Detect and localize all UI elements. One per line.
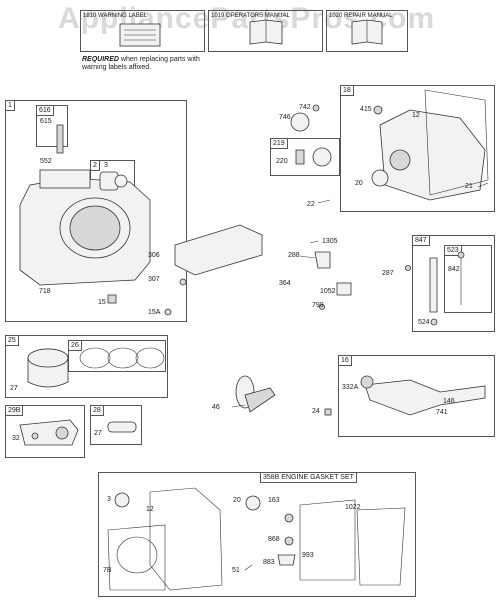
label-12b: 12 xyxy=(146,506,154,513)
label-742: 742 xyxy=(299,104,311,111)
label-287: 287 xyxy=(382,270,394,277)
label-615: 615 xyxy=(40,118,52,125)
group-29b-tag: 29B xyxy=(5,405,24,416)
governor-parts xyxy=(299,240,352,310)
label-718: 718 xyxy=(39,288,51,295)
crankshaft xyxy=(360,375,486,416)
label-27b: 27 xyxy=(94,430,102,437)
group-25-tag: 25 xyxy=(5,335,19,346)
label-24: 24 xyxy=(312,408,320,415)
camshaft xyxy=(231,375,332,416)
group-616-tag: 616 xyxy=(36,105,54,116)
group-219-tag: 219 xyxy=(270,138,288,149)
repair-manual-tile[interactable]: 1020 REPAIR MANUAL xyxy=(326,10,408,52)
label-22: 22 xyxy=(307,201,315,208)
label-842: 842 xyxy=(448,266,460,273)
label-51: 51 xyxy=(232,567,240,574)
group-26-tag: 26 xyxy=(68,340,82,351)
label-3b: 3 xyxy=(107,496,111,503)
operators-manual-icon xyxy=(249,19,283,45)
group-847-box[interactable] xyxy=(412,235,495,332)
group-2-tag: 2 xyxy=(90,160,100,171)
label-993: 993 xyxy=(302,552,314,559)
label-741: 741 xyxy=(436,409,448,416)
cylinder-block xyxy=(19,124,151,304)
label-21: 21 xyxy=(465,183,473,190)
label-1022: 1022 xyxy=(345,504,361,511)
required-bold: REQUIRED xyxy=(82,56,119,63)
gasket-set-tag: 358B ENGINE GASKET SET xyxy=(260,472,357,483)
label-799: 799 xyxy=(312,302,324,309)
label-746: 746 xyxy=(279,114,291,121)
piston xyxy=(27,348,69,388)
group-18-box[interactable] xyxy=(340,85,495,212)
required-rest: when replacing parts with warning labels… xyxy=(82,56,200,71)
group-29b-box[interactable] xyxy=(5,405,85,458)
label-306: 306 xyxy=(148,252,160,259)
group-18-tag: 18 xyxy=(340,85,354,96)
label-288: 288 xyxy=(288,252,300,259)
group-28-box[interactable] xyxy=(90,405,142,445)
label-364: 364 xyxy=(279,280,291,287)
label-27a: 27 xyxy=(10,385,18,392)
label-220: 220 xyxy=(276,158,288,165)
label-868: 868 xyxy=(268,536,280,543)
label-552: 552 xyxy=(40,158,52,165)
label-12a: 12 xyxy=(412,112,420,119)
label-146: 146 xyxy=(443,398,455,405)
dipstick-tube xyxy=(405,251,465,326)
label-883: 883 xyxy=(263,559,275,566)
operators-manual-tile[interactable]: 1019 OPERATORS MANUAL xyxy=(208,10,323,52)
label-332a: 332A xyxy=(342,384,359,391)
label-307: 307 xyxy=(148,276,160,283)
piston-pin xyxy=(107,421,137,433)
warning-label-title: 1810 WARNING LABEL xyxy=(83,13,148,19)
gasket-set-box[interactable] xyxy=(98,472,416,597)
group-523-tag: 523 xyxy=(444,245,462,256)
label-163: 163 xyxy=(268,497,280,504)
label-32: 32 xyxy=(12,435,20,442)
label-415: 415 xyxy=(360,106,372,113)
label-20a: 20 xyxy=(355,180,363,187)
label-7b: 7B xyxy=(103,567,112,574)
required-note: REQUIRED when replacing parts with warni… xyxy=(82,56,212,72)
label-1305: 1305 xyxy=(322,238,338,245)
group-1-tag: 1 xyxy=(5,100,15,111)
label-524: 524 xyxy=(418,319,430,326)
connecting-rod xyxy=(19,419,79,446)
group-26-box[interactable] xyxy=(68,340,166,372)
group-219-box[interactable] xyxy=(270,138,340,176)
operators-manual-title: 1019 OPERATORS MANUAL xyxy=(211,13,290,19)
group-25-box[interactable] xyxy=(5,335,168,398)
warning-label-icon xyxy=(119,23,161,47)
repair-manual-title: 1020 REPAIR MANUAL xyxy=(329,13,393,19)
label-15: 15 xyxy=(98,299,106,306)
label-20b: 20 xyxy=(233,497,241,504)
group-523-box[interactable] xyxy=(444,245,492,313)
warning-label-tile[interactable]: 1810 WARNING LABEL xyxy=(80,10,205,52)
repair-manual-icon xyxy=(351,19,383,45)
label-3a: 3 xyxy=(104,162,108,169)
crankcase-cover xyxy=(371,89,489,201)
group-1-box[interactable] xyxy=(5,100,187,322)
group-16-tag: 16 xyxy=(338,355,352,366)
group-16-box[interactable] xyxy=(338,355,495,437)
piston-rings xyxy=(79,347,165,369)
group-28-tag: 28 xyxy=(90,405,104,416)
label-46: 46 xyxy=(212,404,220,411)
gasket-set-parts xyxy=(107,487,406,591)
label-15a: 15A xyxy=(148,309,161,316)
group-847-tag: 847 xyxy=(412,235,430,246)
breather-cover xyxy=(164,224,263,316)
label-1052: 1052 xyxy=(320,288,336,295)
governor-gear xyxy=(290,104,332,204)
